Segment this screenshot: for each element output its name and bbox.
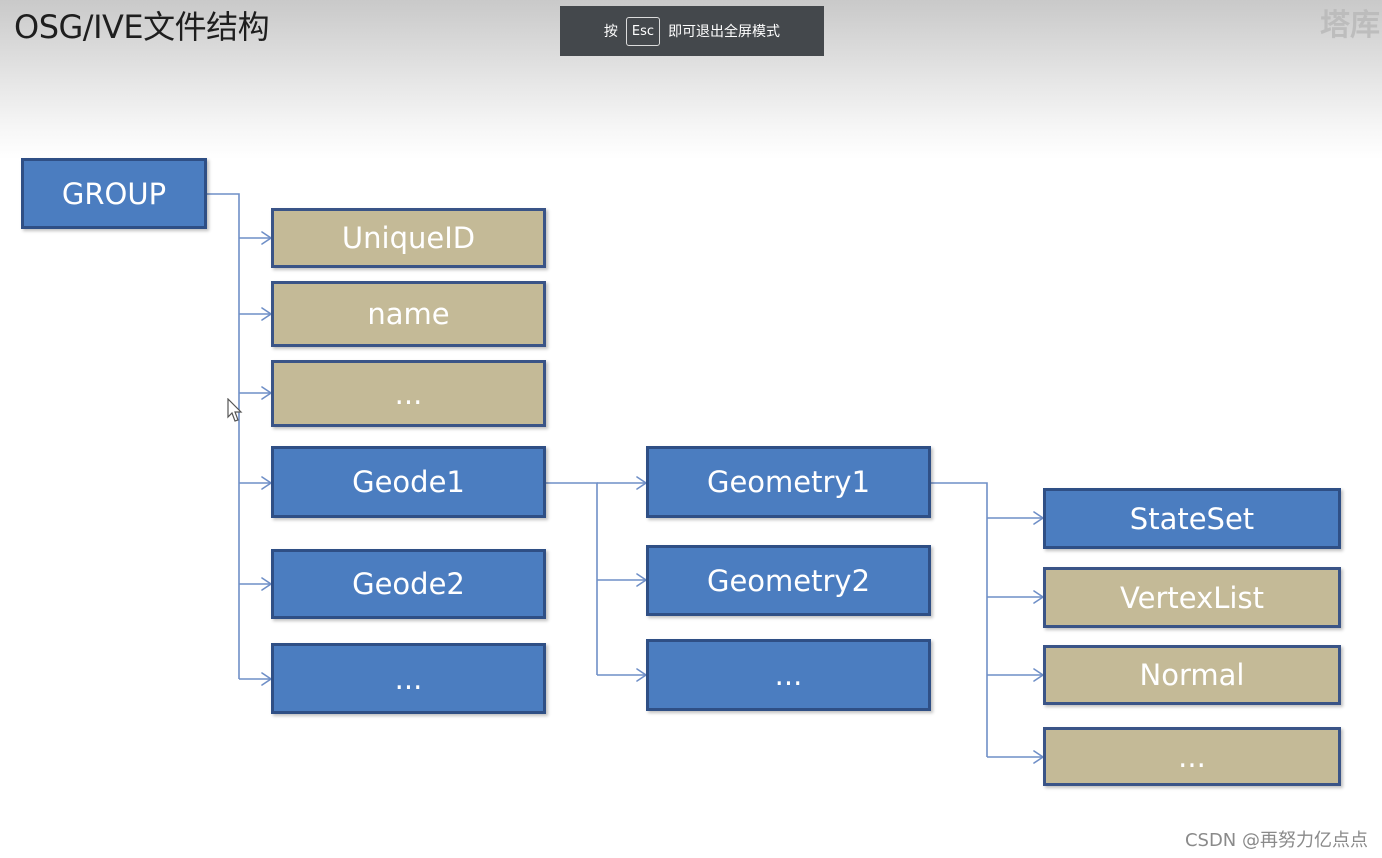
node-stateset: StateSet (1043, 488, 1341, 549)
node-group-props-more: ... (271, 360, 546, 427)
node-geometry-more: ... (1043, 727, 1341, 786)
node-geometry2: Geometry2 (646, 545, 931, 616)
node-geode1: Geode1 (271, 446, 546, 518)
notice-suffix: 即可退出全屏模式 (668, 24, 781, 40)
node-normal: Normal (1043, 645, 1341, 705)
author-credit: CSDN @再努力亿点点 (1184, 830, 1368, 851)
geometry1-trunk-line (931, 482, 988, 757)
esc-key-badge: Esc (625, 16, 661, 46)
node-group: GROUP (21, 158, 207, 229)
fullscreen-exit-notice: 按 Esc 即可退出全屏模式 (560, 6, 824, 56)
notice-prefix: 按 (603, 24, 618, 40)
node-geode2: Geode2 (271, 549, 546, 619)
node-geometry1: Geometry1 (646, 446, 931, 518)
node-vertexlist: VertexList (1043, 567, 1341, 628)
node-geode-more: ... (646, 639, 931, 711)
mouse-pointer-icon (227, 398, 243, 422)
node-name: name (271, 281, 546, 347)
group-trunk-line (206, 193, 240, 679)
geode1-trunk-line (546, 482, 598, 675)
node-uniqueid: UniqueID (271, 208, 546, 268)
node-group-children-more: ... (271, 643, 546, 714)
page-title: OSG/IVE文件结构 (14, 8, 270, 46)
corner-watermark: 塔库 (1320, 8, 1380, 43)
